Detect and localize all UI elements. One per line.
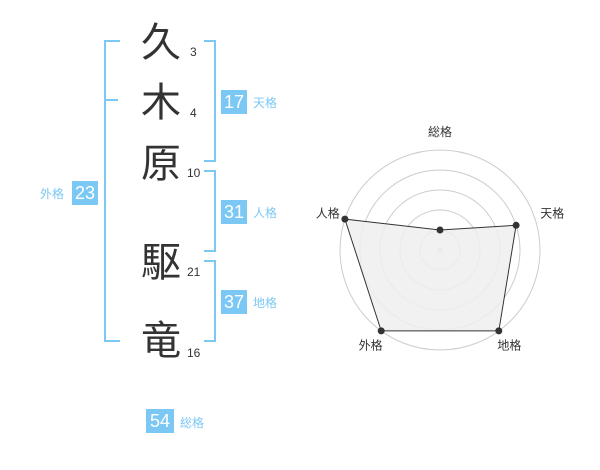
radar-axis-label-4: 外格 — [359, 338, 383, 353]
radar-axis-label-1: 総格 — [428, 124, 452, 139]
tenkaku-value-badge: 17 — [221, 90, 247, 114]
jinkaku-value-badge: 31 — [221, 200, 247, 224]
stroke-count-1: 3 — [190, 45, 197, 59]
chikaku-value-badge: 37 — [221, 290, 247, 314]
soukaku-value-badge: 54 — [146, 409, 174, 433]
name-char-1: 久 — [141, 20, 181, 66]
radar-axis-label-2: 天格 — [540, 206, 564, 221]
radar-area — [344, 218, 517, 332]
bracket-divider — [104, 99, 118, 101]
radar-point-4 — [377, 327, 385, 335]
name-char-3: 原 — [141, 141, 181, 187]
name-char-2: 木 — [141, 80, 181, 126]
stroke-count-5: 16 — [187, 346, 201, 360]
soukaku-label: 総格 — [180, 416, 205, 430]
radar-point-5 — [341, 215, 349, 223]
gaikaku-bracket — [104, 40, 120, 342]
stroke-count-3: 10 — [187, 166, 201, 180]
name-char-5: 竜 — [141, 318, 181, 364]
name-char-4: 駆 — [141, 240, 181, 286]
chikaku-bracket — [204, 260, 216, 342]
radar-ring — [339, 149, 541, 351]
gaikaku-value-badge: 23 — [72, 181, 98, 205]
gaikaku-label: 外格 — [40, 187, 65, 201]
radar-point-3 — [495, 327, 503, 335]
radar-point-2 — [512, 221, 520, 229]
radar-axis-label-5: 人格 — [316, 206, 340, 221]
chikaku-label: 地格 — [253, 296, 278, 310]
tenkaku-label: 天格 — [253, 96, 278, 110]
stroke-count-4: 21 — [187, 265, 201, 279]
radar-points — [341, 215, 520, 335]
tenkaku-bracket — [204, 40, 216, 162]
radar-point-1 — [436, 226, 444, 234]
jinkaku-label: 人格 — [253, 206, 278, 220]
radar-axis-label-3: 地格 — [497, 338, 521, 353]
jinkaku-bracket — [204, 170, 216, 252]
stroke-count-2: 4 — [190, 106, 197, 120]
